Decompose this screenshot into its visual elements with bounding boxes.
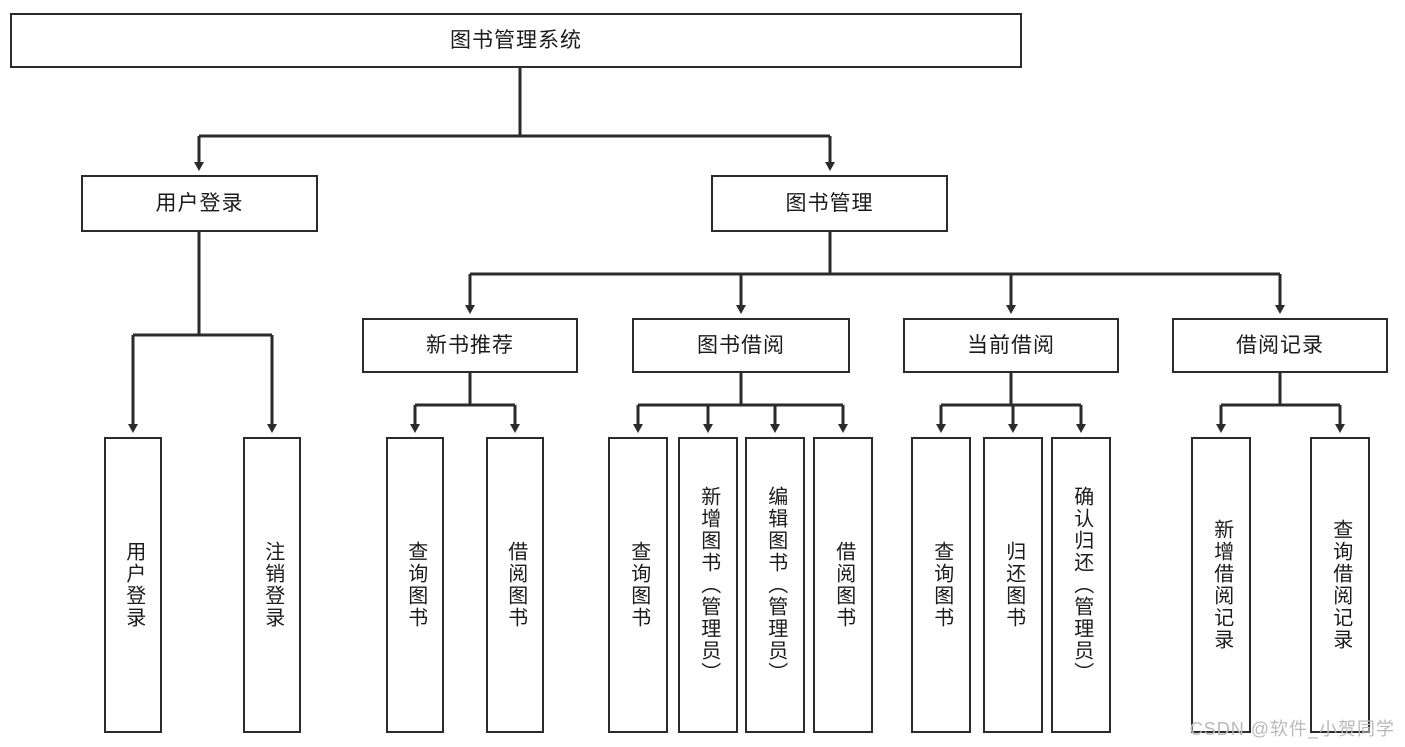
node-leaf-query-record-label: 查询借阅记录 (1329, 519, 1352, 651)
node-root-label: 图书管理系统 (450, 28, 582, 52)
node-leaf-confirm-return[interactable]: 确认归还（管理员） (1051, 437, 1111, 733)
node-new-book-rec-label: 新书推荐 (426, 333, 514, 357)
node-leaf-query-book-2-label: 查询图书 (627, 541, 650, 629)
node-borrow-record[interactable]: 借阅记录 (1172, 318, 1388, 373)
node-leaf-query-book-1-label: 查询图书 (404, 541, 427, 629)
node-leaf-logout-label: 注销登录 (261, 541, 284, 629)
node-leaf-edit-book-label: 编辑图书（管理员） (764, 486, 787, 684)
node-current-borrow[interactable]: 当前借阅 (903, 318, 1119, 373)
node-leaf-add-book[interactable]: 新增图书（管理员） (678, 437, 738, 733)
node-leaf-query-book-1[interactable]: 查询图书 (386, 437, 444, 733)
node-leaf-edit-book[interactable]: 编辑图书（管理员） (745, 437, 805, 733)
node-leaf-add-record-label: 新增借阅记录 (1210, 519, 1233, 651)
node-leaf-borrow-book-1-label: 借阅图书 (504, 541, 527, 629)
node-leaf-borrow-book-2-label: 借阅图书 (832, 541, 855, 629)
node-new-book-rec[interactable]: 新书推荐 (362, 318, 578, 373)
node-leaf-user-login[interactable]: 用户登录 (104, 437, 162, 733)
node-book-manage-label: 图书管理 (785, 191, 874, 215)
node-book-borrow[interactable]: 图书借阅 (632, 318, 850, 373)
node-root[interactable]: 图书管理系统 (10, 13, 1022, 68)
node-leaf-query-record[interactable]: 查询借阅记录 (1310, 437, 1370, 733)
node-leaf-confirm-return-label: 确认归还（管理员） (1070, 486, 1093, 684)
node-leaf-query-book-2[interactable]: 查询图书 (608, 437, 668, 733)
node-leaf-borrow-book-2[interactable]: 借阅图书 (813, 437, 873, 733)
node-leaf-return-book-label: 归还图书 (1002, 541, 1025, 629)
node-book-manage[interactable]: 图书管理 (711, 175, 948, 232)
node-leaf-return-book[interactable]: 归还图书 (983, 437, 1043, 733)
node-leaf-add-book-label: 新增图书（管理员） (697, 486, 720, 684)
node-book-borrow-label: 图书借阅 (697, 333, 785, 357)
node-leaf-borrow-book-1[interactable]: 借阅图书 (486, 437, 544, 733)
node-leaf-logout[interactable]: 注销登录 (243, 437, 301, 733)
node-leaf-query-book-3[interactable]: 查询图书 (911, 437, 971, 733)
node-leaf-add-record[interactable]: 新增借阅记录 (1191, 437, 1251, 733)
node-leaf-user-login-label: 用户登录 (122, 541, 145, 629)
node-user-login-label: 用户登录 (155, 191, 244, 215)
node-user-login[interactable]: 用户登录 (81, 175, 318, 232)
node-leaf-query-book-3-label: 查询图书 (930, 541, 953, 629)
node-borrow-record-label: 借阅记录 (1236, 333, 1324, 357)
node-current-borrow-label: 当前借阅 (967, 333, 1055, 357)
